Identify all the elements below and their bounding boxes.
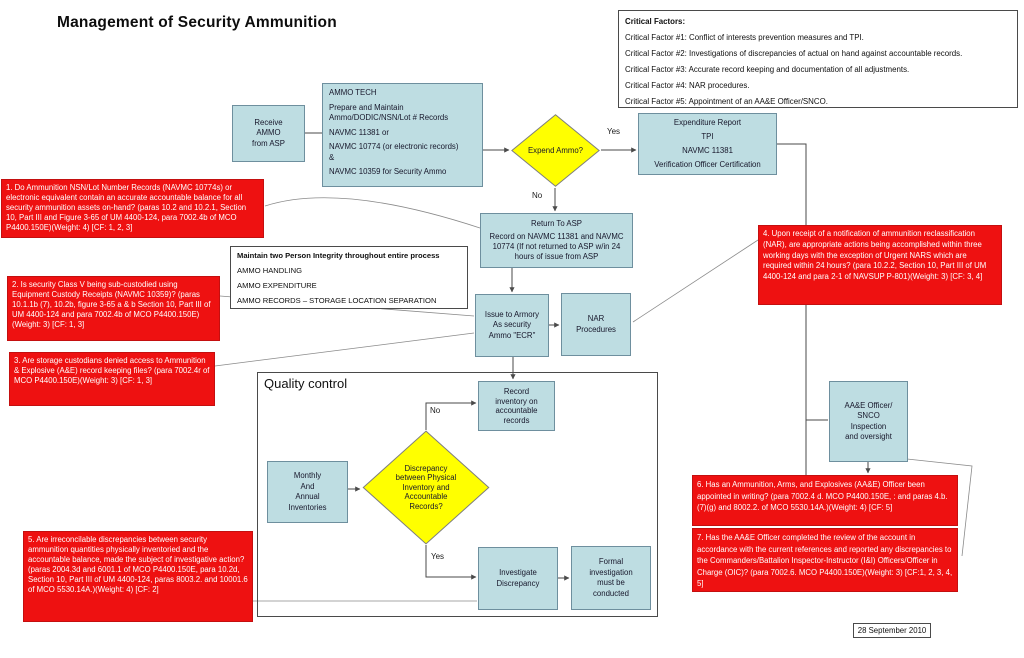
node-monthly-annual-inventories: Monthly And Annual Inventories <box>267 461 348 523</box>
node-formal-investigation: Formal investigation must be conducted <box>571 546 651 610</box>
question-1: 1. Do Ammunition NSN/Lot Number Records … <box>1 179 264 238</box>
ammo-tech-line1: Prepare and Maintain Ammo/DODIC/NSN/Lot … <box>329 102 449 123</box>
tpi-item-handling: AMMO HANDLING <box>237 266 302 275</box>
return-asp-body: Record on NAVMC 11381 and NAVMC 10774 (I… <box>489 231 624 261</box>
tpi-item-records: AMMO RECORDS – STORAGE LOCATION SEPARATI… <box>237 296 437 305</box>
critical-factor-5: Critical Factor #5: Appointment of an AA… <box>625 97 828 106</box>
question-3: 3. Are storage custodians denied access … <box>9 352 215 406</box>
expenditure-line3: NAVMC 11381 <box>682 145 733 155</box>
question-6: 6. Has an Ammunition, Arms, and Explosiv… <box>692 475 958 526</box>
return-asp-title: Return To ASP <box>531 219 582 229</box>
node-nar-procedures: NAR Procedures <box>561 293 631 356</box>
critical-factors-heading: Critical Factors: <box>625 17 686 26</box>
date-stamp: 28 September 2010 <box>853 623 931 638</box>
node-record-inventory: Record inventory on accountable records <box>478 381 555 431</box>
discrepancy-no-label: No <box>430 406 441 415</box>
critical-factors-panel: Critical Factors: Critical Factor #1: Co… <box>618 10 1018 108</box>
critical-factor-4: Critical Factor #4: NAR procedures. <box>625 81 750 90</box>
ammo-tech-line2: NAVMC 11381 or <box>329 127 389 137</box>
question-7: 7. Has the AA&E Officer completed the re… <box>692 528 958 592</box>
page-title: Management of Security Ammunition <box>57 14 337 31</box>
critical-factor-1: Critical Factor #1: Conflict of interest… <box>625 33 864 42</box>
tpi-item-expenditure: AMMO EXPENDITURE <box>237 281 317 290</box>
ammo-tech-line3: NAVMC 10774 (or electronic records) & <box>329 142 459 162</box>
ammo-tech-title: AMMO TECH <box>329 88 377 97</box>
node-return-to-asp: Return To ASP Record on NAVMC 11381 and … <box>480 213 633 268</box>
decision-discrepancy: Discrepancy between Physical Inventory a… <box>362 430 490 545</box>
decision-discrepancy-label: Discrepancy between Physical Inventory a… <box>395 463 457 511</box>
quality-control-group: Quality control <box>257 372 658 617</box>
expenditure-line2: TPI <box>701 131 714 141</box>
tpi-heading: Maintain two Person Integrity throughout… <box>237 251 440 260</box>
node-receive-ammo: Receive AMMO from ASP <box>232 105 305 162</box>
node-issue-to-armory: Issue to Armory As security Ammo "ECR" <box>475 294 549 357</box>
tpi-note: Maintain two Person Integrity throughout… <box>230 246 468 309</box>
question-2: 2. Is security Class V being sub-custodi… <box>7 276 220 341</box>
expend-yes-label: Yes <box>607 127 621 136</box>
critical-factor-3: Critical Factor #3: Accurate record keep… <box>625 65 910 74</box>
ammo-tech-line4: NAVMC 10359 for Security Ammo <box>329 167 447 176</box>
node-expenditure-report: Expenditure Report TPI NAVMC 11381 Verif… <box>638 113 777 175</box>
diamond-shape <box>511 114 600 187</box>
expenditure-line1: Expenditure Report <box>673 117 742 127</box>
decision-expend-ammo: Expend Ammo? <box>511 114 600 187</box>
node-aae-officer: AA&E Officer/ SNCO Inspection and oversi… <box>829 381 908 462</box>
question-4: 4. Upon receipt of a notification of amm… <box>758 225 1002 305</box>
node-ammo-tech: AMMO TECH Prepare and Maintain Ammo/DODI… <box>322 83 483 187</box>
discrepancy-yes-label: Yes <box>431 552 445 561</box>
node-investigate-discrepancy: Investigate Discrepancy <box>478 547 558 610</box>
decision-expend-ammo-label: Expend Ammo? <box>527 145 584 155</box>
expenditure-line4: Verification Officer Certification <box>654 159 761 169</box>
expend-no-label: No <box>532 191 543 200</box>
critical-factor-2: Critical Factor #2: Investigations of di… <box>625 49 963 58</box>
question-5: 5. Are irreconcilable discrepancies betw… <box>23 531 253 622</box>
quality-control-label: Quality control <box>264 376 348 391</box>
diamond-shape <box>362 430 490 545</box>
